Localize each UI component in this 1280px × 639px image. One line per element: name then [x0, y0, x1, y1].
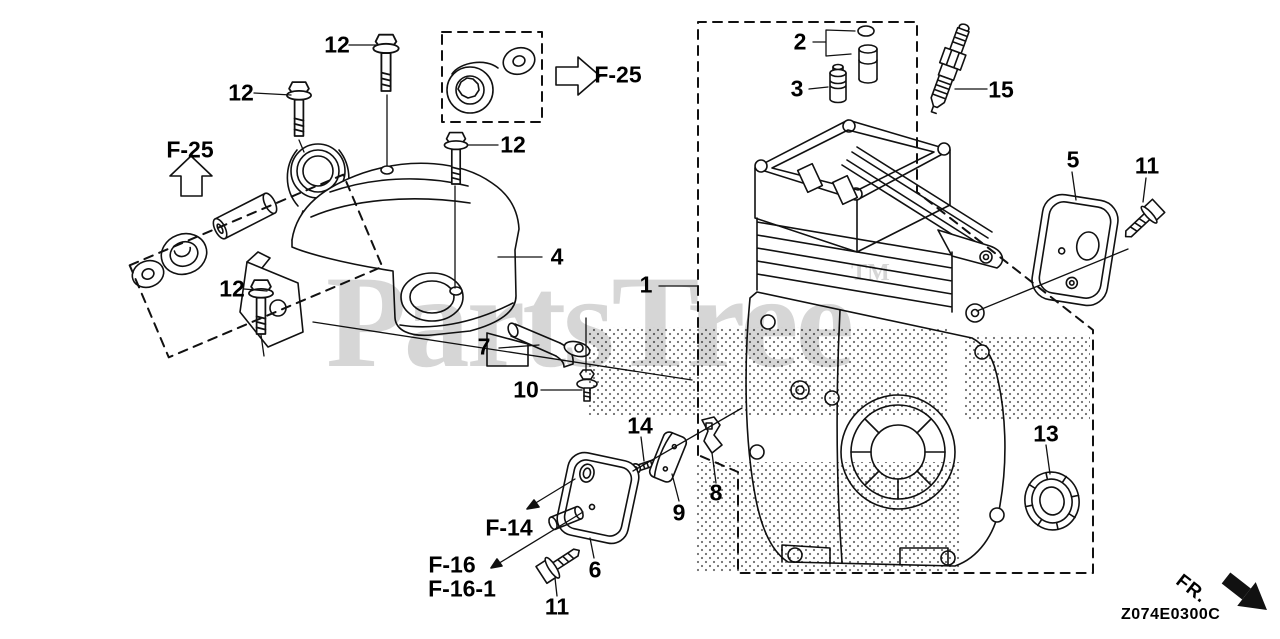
guide-plate-9-drawing — [648, 431, 688, 483]
ref-f25-top: F-25 — [594, 61, 642, 88]
callout-11-bottom: 11 — [544, 593, 570, 620]
inset-box-top — [441, 31, 543, 123]
ref-f16: F-16 — [428, 551, 476, 578]
callout-12-lower-left: 12 — [219, 275, 245, 302]
ref-f25-left: F-25 — [166, 136, 214, 163]
callout-13: 13 — [1033, 420, 1059, 447]
callout-12-mid: 12 — [500, 131, 526, 158]
f25-right-arrow-icon — [555, 56, 601, 96]
callout-8: 8 — [709, 479, 723, 506]
bushing-collar-inset-drawing — [131, 192, 278, 289]
valve-parts-2-3-drawing — [829, 25, 878, 104]
watermark-text: PartsTree — [326, 248, 854, 395]
oil-seal-13-drawing — [1024, 471, 1080, 531]
callout-7: 7 — [477, 333, 491, 360]
inset-box-left — [128, 173, 384, 359]
watermark-tm: TM — [851, 260, 890, 286]
watermark: PartsTreeTM — [326, 256, 890, 388]
ref-f16-1: F-16-1 — [428, 575, 496, 602]
callout-4: 4 — [550, 243, 564, 270]
breather-pipe-7-drawing — [507, 322, 591, 368]
clip-8-drawing — [701, 416, 723, 454]
callout-3: 3 — [790, 75, 804, 102]
callout-9: 9 — [672, 499, 686, 526]
side-cover-gasket-5-drawing — [1031, 193, 1119, 307]
callout-12-left: 12 — [228, 79, 254, 106]
callout-11-right: 11 — [1134, 152, 1160, 179]
callout-1: 1 — [639, 271, 653, 298]
diagram-code: Z074E0300C — [1121, 606, 1221, 623]
main-assembly-dashed-outline — [697, 21, 1094, 574]
callout-14: 14 — [627, 412, 653, 439]
flange-bolt-11-bottom-drawing — [535, 548, 580, 585]
cover-plate-6-drawing — [548, 451, 640, 545]
bushing-washer-inset-drawing — [446, 46, 536, 114]
flange-bolt-12-drawings — [248, 33, 469, 335]
callout-2: 2 — [793, 28, 807, 55]
flange-bolt-11-right-drawing — [1124, 198, 1166, 238]
fr-arrow-icon — [1221, 572, 1267, 611]
callout-5: 5 — [1066, 146, 1080, 173]
ref-f14: F-14 — [485, 514, 533, 541]
callout-6: 6 — [588, 556, 602, 583]
callout-10: 10 — [513, 376, 539, 403]
f25-up-arrow-icon — [169, 155, 213, 197]
callout-12-top: 12 — [324, 31, 350, 58]
spark-plug-15-drawing — [930, 23, 970, 115]
callout-15: 15 — [988, 76, 1014, 103]
